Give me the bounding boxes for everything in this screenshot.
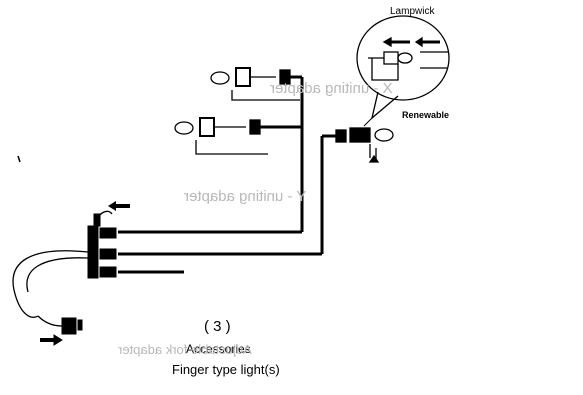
stray-mark bbox=[17, 155, 21, 163]
bulb-1 bbox=[210, 71, 230, 85]
splitter-body bbox=[87, 225, 99, 279]
ghost-top-heading: X - uniting adapter bbox=[270, 80, 393, 97]
power-cord bbox=[12, 250, 89, 318]
bulb-2 bbox=[174, 121, 194, 135]
plug bbox=[37, 315, 83, 346]
inset-arrow-right-head bbox=[414, 36, 423, 48]
lamp-holder-2 bbox=[199, 117, 215, 137]
renewable-label: Renewable bbox=[402, 110, 450, 120]
figure-number: ( 3 ) bbox=[204, 318, 231, 335]
inset-bracket bbox=[420, 51, 448, 69]
splitter-port-1 bbox=[99, 227, 117, 239]
callout-line bbox=[363, 117, 373, 127]
plug-body bbox=[61, 317, 77, 335]
plug-cable bbox=[37, 315, 63, 327]
ghost-mid-heading: Y - uniting adapter bbox=[184, 188, 307, 205]
splitter-port-3 bbox=[99, 266, 117, 278]
lamp-wire-2 bbox=[195, 126, 268, 155]
renewable-wire bbox=[320, 134, 336, 254]
plug-arrow-head bbox=[53, 334, 63, 346]
lead-2 bbox=[260, 125, 304, 232]
splitter-curve bbox=[93, 210, 113, 227]
inset-wire bbox=[368, 57, 399, 81]
inset-bubble bbox=[356, 15, 450, 101]
upper-lamp-2 bbox=[174, 117, 304, 232]
renewable-bulb bbox=[374, 128, 394, 142]
splitter-block bbox=[87, 213, 117, 279]
lampwick-inset bbox=[356, 15, 450, 120]
inset-lamp-bulb bbox=[397, 52, 413, 64]
inset-arrow-left-head bbox=[382, 36, 392, 48]
plug-prong bbox=[77, 319, 83, 331]
inset-lamp-box bbox=[383, 51, 399, 65]
renewable-holder bbox=[349, 127, 371, 143]
renewable-arrow bbox=[368, 154, 380, 163]
power-cord-2 bbox=[26, 257, 89, 293]
lamp-holder-1 bbox=[235, 67, 251, 87]
ghost-bottom-heading: Adjustable fork adapter bbox=[118, 342, 252, 357]
finger-type-label: Finger type light(s) bbox=[172, 362, 280, 377]
renewable-lamp bbox=[320, 127, 394, 254]
accessories-label: Accessories bbox=[186, 342, 251, 356]
renewable-connector bbox=[335, 129, 347, 143]
lamp-wire-1 bbox=[231, 76, 300, 101]
connector-2 bbox=[249, 119, 261, 135]
lampwick-label: Lampwick bbox=[390, 6, 435, 17]
upper-lamp-1 bbox=[210, 67, 302, 101]
splitter-arrow-head bbox=[108, 201, 116, 211]
trunk-wires bbox=[118, 230, 322, 274]
splitter-port-2 bbox=[99, 248, 117, 260]
